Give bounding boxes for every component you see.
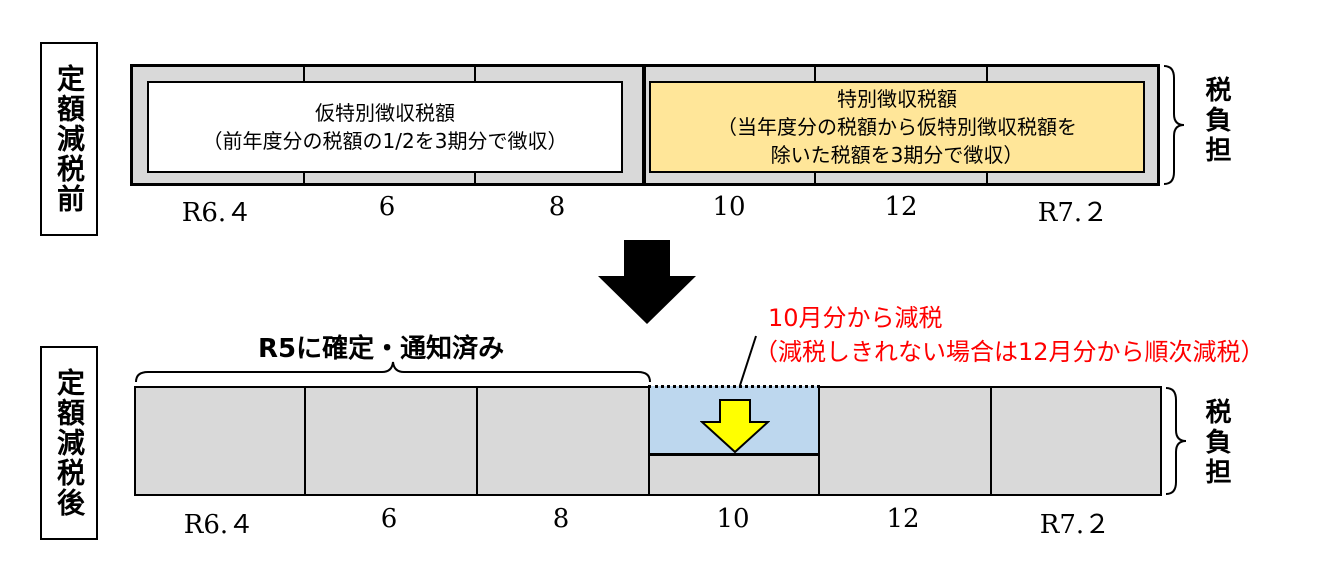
side-label-after-text: 定額減税後 [53, 368, 86, 518]
brace-before [1163, 65, 1185, 185]
provisional-tax-box: 仮特別徴収税額 （前年度分の税額の1/2を3期分で徴収） [147, 81, 623, 173]
month-tick: 8 [548, 192, 566, 222]
reduction-arrow-icon [700, 399, 770, 454]
confirmed-bracket [135, 361, 651, 383]
period-cell [304, 386, 478, 496]
side-label-after: 定額減税後 [40, 346, 98, 540]
confirmed-label: R5に確定・通知済み [258, 334, 505, 364]
month-tick: R6.４ [183, 510, 255, 540]
provisional-title: 仮特別徴収税額 [315, 101, 455, 125]
special-tax-box: 特別徴収税額 （当年度分の税額から仮特別徴収税額を 除いた税額を3期分で徴収） [649, 81, 1145, 173]
special-title: 特別徴収税額 [837, 87, 957, 111]
original-level-dotted [648, 385, 820, 388]
side-label-before: 定額減税前 [40, 42, 98, 236]
tax-burden-label-after: 税負担 [1201, 398, 1231, 488]
month-tick: 10 [712, 192, 746, 222]
tax-burden-label-before: 税負担 [1201, 76, 1231, 166]
divider-thick [642, 67, 646, 183]
down-arrow-icon [598, 240, 696, 324]
reduction-note-2: （減税しきれない場合は12月分から順次減税） [754, 338, 1265, 366]
period-cell [134, 386, 306, 496]
brace-after [1165, 387, 1187, 495]
month-tick: R7.２ [1039, 510, 1111, 540]
month-tick: 8 [552, 504, 570, 534]
reduction-note-1: 10月分から減税 [768, 304, 943, 332]
month-tick: 12 [884, 192, 918, 222]
period-cell [818, 386, 992, 496]
month-tick: 10 [716, 504, 750, 534]
period-cell [476, 386, 650, 496]
before-bar: 仮特別徴収税額 （前年度分の税額の1/2を3期分で徴収） 特別徴収税額 （当年度… [130, 64, 1160, 186]
special-desc-2: 除いた税額を3期分で徴収） [770, 143, 1024, 167]
side-label-before-text: 定額減税前 [53, 64, 86, 214]
provisional-desc: （前年度分の税額の1/2を3期分で徴収） [202, 129, 568, 153]
special-desc-1: （当年度分の税額から仮特別徴収税額を [717, 115, 1077, 139]
period-cell [990, 386, 1162, 496]
month-tick: 6 [378, 192, 396, 222]
month-tick: R7.２ [1037, 198, 1109, 228]
month-tick: 12 [886, 504, 920, 534]
month-tick: R6.４ [181, 198, 253, 228]
month-tick: 6 [380, 504, 398, 534]
